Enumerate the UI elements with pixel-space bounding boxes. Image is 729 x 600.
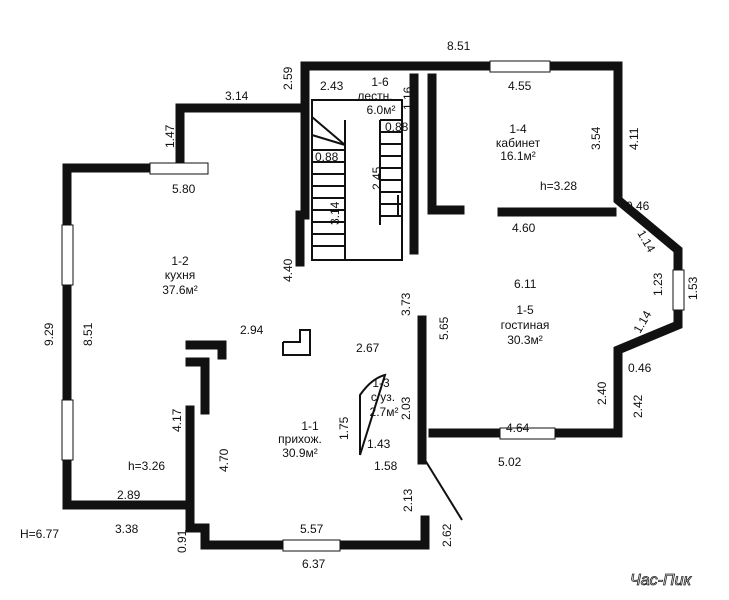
room-1-6-area: 6.0м² [367, 103, 396, 117]
dim-label: 4.40 [281, 258, 295, 282]
dim-label: 8.51 [81, 322, 95, 346]
dim-label: 5.57 [300, 522, 324, 536]
staircase [311, 99, 403, 261]
dim-label: 1.58 [374, 459, 398, 473]
room-1-6-name: лестн. [357, 89, 392, 103]
windows [61, 60, 685, 552]
window-office-north [489, 60, 551, 73]
window-hall-south [282, 539, 341, 552]
dim-label: 1.53 [686, 276, 700, 300]
dim-label: 6.37 [302, 557, 326, 571]
room-labels: 1-1 прихож. 30.9м² 1-2 кухня 37.6м² 1-3 … [20, 75, 577, 541]
dim-label: 0.91 [175, 529, 189, 553]
room-1-5-name: гостиная [501, 318, 550, 332]
wall-north [300, 61, 683, 438]
dim-label: 2.67 [356, 341, 380, 355]
dim-label: 3.14 [328, 201, 342, 225]
dim-label: 1.75 [337, 416, 351, 440]
building-height: H=6.77 [20, 527, 59, 541]
room-1-4-name: кабинет [496, 136, 541, 150]
window-kitchen-north [149, 162, 209, 175]
dim-label: 4.64 [506, 421, 530, 435]
room-1-4-area: 16.1м² [500, 149, 536, 163]
room-1-2-name: кухня [165, 268, 196, 282]
wall-hall [185, 405, 430, 550]
room-1-5-area: 30.3м² [507, 333, 543, 347]
window-living-south [499, 427, 556, 440]
room-1-2-num: 1-2 [171, 254, 189, 268]
dim-label: 1.16 [401, 86, 415, 110]
dim-label: 0.88 [315, 150, 339, 164]
dim-label: 4.11 [627, 127, 641, 150]
dim-label: 4.17 [170, 408, 184, 432]
kitchen-height: h=3.26 [128, 459, 165, 473]
dim-label: 1.43 [367, 437, 391, 451]
window-living-bay [672, 269, 685, 311]
room-1-1-num: 1-1 [301, 419, 319, 433]
dim-label: 1.14 [630, 308, 654, 336]
room-1-3-area: 2.7м² [370, 405, 399, 419]
room-1-1-name: прихож. [278, 432, 322, 446]
dim-label: 0.88 [385, 120, 409, 134]
office-height: h=3.28 [540, 179, 577, 193]
room-1-6-num: 1-6 [371, 75, 389, 89]
dim-label: 2.62 [440, 523, 454, 547]
dim-label: 3.14 [225, 89, 249, 103]
stair-steps [312, 119, 402, 260]
room-1-2-area: 37.6м² [162, 283, 198, 297]
hall-pillar [282, 329, 311, 356]
room-1-3-name: с/уз. [371, 390, 395, 404]
dim-label: 3.38 [115, 522, 139, 536]
room-1-4-num: 1-4 [509, 122, 527, 136]
dimensions: 8.51 3.14 5.80 2.43 0.88 0.88 4.55 0.46 … [42, 39, 700, 571]
dim-label: 2.40 [595, 381, 609, 405]
dim-label: 5.02 [498, 455, 522, 469]
dim-label: 9.29 [42, 322, 56, 346]
entry-door-swing [424, 459, 463, 521]
dim-label: 2.94 [240, 323, 264, 337]
dim-label: 3.73 [399, 292, 413, 316]
room-1-5-num: 1-5 [516, 303, 534, 317]
window-kitchen-west-bottom [61, 399, 74, 461]
dim-label: 3.54 [589, 126, 603, 150]
dim-label: 2.59 [281, 66, 295, 90]
wall-office-west [427, 73, 465, 215]
dim-label: 0.46 [626, 199, 650, 213]
dim-label: 2.45 [370, 166, 384, 190]
dim-label: 6.11 [514, 277, 537, 291]
wall-hall-west [185, 340, 227, 360]
watermark: Час-Пик [630, 572, 692, 589]
walls [62, 61, 683, 550]
wall-hall-west-lower [185, 357, 210, 415]
dim-label: 2.13 [401, 488, 415, 512]
room-1-3-num: 1-3 [372, 376, 390, 390]
dim-label: 1.23 [651, 272, 665, 296]
bath-door-arc [359, 373, 387, 456]
dim-label: 0.46 [628, 361, 652, 375]
dim-label: 4.55 [508, 79, 532, 93]
dim-label: 1.47 [163, 124, 177, 148]
dim-label: 5.65 [437, 316, 451, 340]
dim-label: 2.42 [631, 394, 645, 418]
dim-label: 2.89 [117, 488, 141, 502]
dim-label: 2.03 [399, 396, 413, 420]
wall-kitchen [175, 103, 310, 220]
dim-label: 4.70 [217, 448, 231, 472]
dim-label: 2.43 [320, 79, 344, 93]
dim-label: 4.60 [512, 221, 536, 235]
dim-label: 8.51 [447, 39, 471, 53]
window-kitchen-west-top [61, 224, 74, 286]
dim-label: 5.80 [172, 182, 196, 196]
room-1-1-area: 30.9м² [282, 446, 318, 460]
